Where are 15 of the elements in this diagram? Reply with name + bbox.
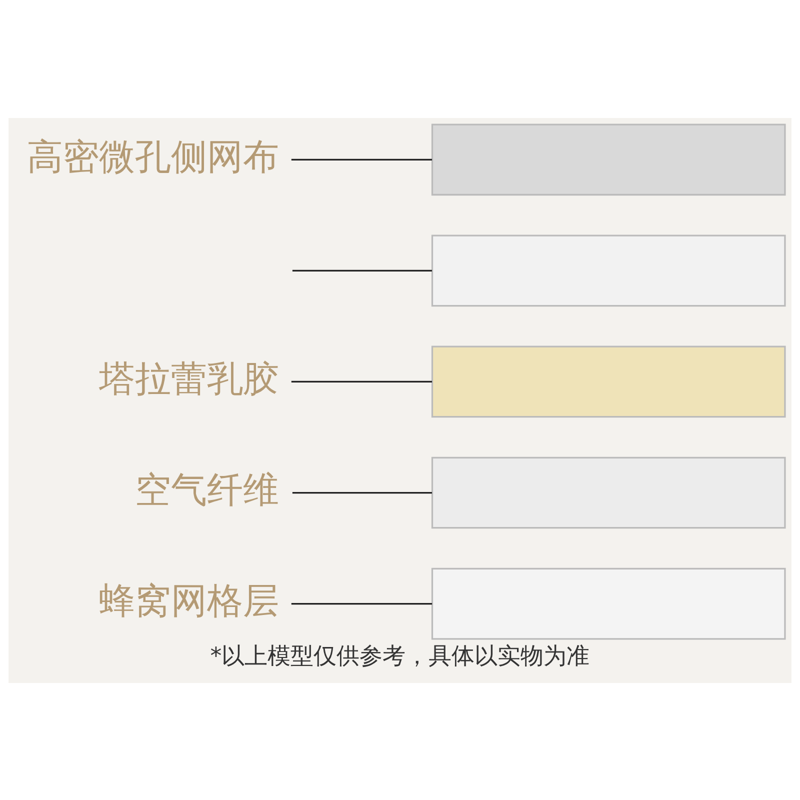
node-box: [431, 234, 786, 306]
node-box: [431, 123, 786, 196]
node-text: 空气纤维: [134, 469, 279, 510]
connector: [291, 380, 432, 382]
node-text: 高密微孔侧网布: [27, 136, 280, 178]
node-text: 塔拉蕾乳胶: [98, 358, 279, 400]
connector: [291, 602, 432, 604]
connector: [292, 269, 432, 271]
node-box: [431, 567, 786, 640]
node-box: [431, 456, 786, 528]
node-text: 蜂窝网格层: [98, 580, 279, 622]
node-box: [431, 345, 786, 418]
connector: [291, 158, 432, 160]
caption: *以上模型仅供参考，具体以实物为准: [210, 643, 590, 670]
connector: [292, 491, 432, 494]
